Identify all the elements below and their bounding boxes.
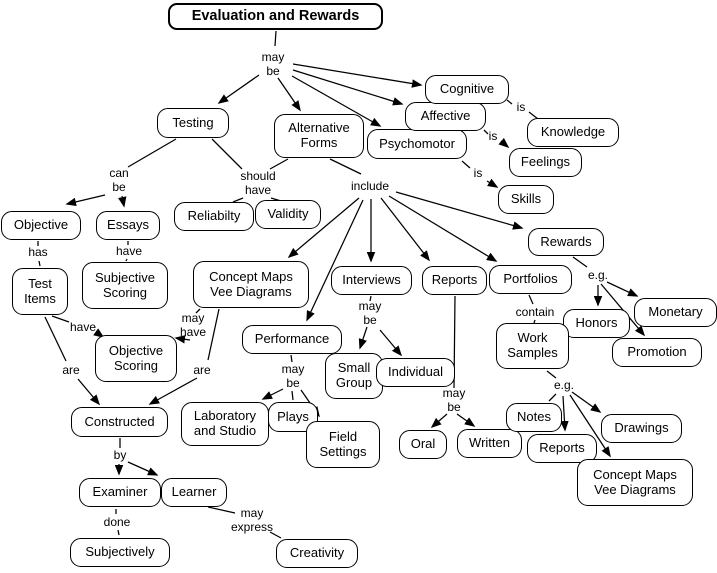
node-cognitive[interactable]: Cognitive	[425, 75, 509, 104]
node-testing[interactable]: Testing	[157, 108, 229, 138]
node-subjective-scoring[interactable]: Subjective Scoring	[82, 262, 168, 309]
edge-label-may-be-2[interactable]: may be	[358, 299, 382, 327]
edge-label-by[interactable]: by	[113, 448, 127, 463]
edge-label-done[interactable]: done	[103, 515, 131, 530]
node-knowledge[interactable]: Knowledge	[527, 118, 619, 147]
node-laboratory-and-studio[interactable]: Laboratory and Studio	[181, 402, 269, 446]
node-learner[interactable]: Learner	[161, 478, 227, 507]
edge-label-include[interactable]: include	[350, 179, 390, 194]
node-psychomotor[interactable]: Psychomotor	[367, 129, 467, 159]
node-test-items[interactable]: Test Items	[12, 268, 68, 315]
node-portfolios[interactable]: Portfolios	[489, 265, 572, 294]
node-creativity[interactable]: Creativity	[276, 539, 358, 568]
edge-label-is-2[interactable]: is	[488, 129, 498, 144]
edge-label-may-have[interactable]: may have	[179, 311, 207, 339]
node-promotion[interactable]: Promotion	[612, 338, 702, 367]
edge-label-contain[interactable]: contain	[515, 305, 555, 320]
edge-label-are-2[interactable]: are	[193, 363, 211, 378]
node-performance[interactable]: Performance	[242, 325, 342, 354]
node-notes[interactable]: Notes	[506, 403, 562, 432]
edge-label-have-2[interactable]: have	[69, 320, 97, 335]
node-concept-maps-vee-diagrams-1[interactable]: Concept Maps Vee Diagrams	[193, 261, 309, 308]
edge-label-may-be-1[interactable]: may be	[261, 50, 285, 78]
edge-label-is-1[interactable]: is	[516, 100, 526, 115]
node-drawings[interactable]: Drawings	[601, 414, 682, 443]
node-reliabilty[interactable]: Reliabilty	[174, 202, 254, 231]
node-rewards[interactable]: Rewards	[528, 228, 604, 256]
node-subjectively[interactable]: Subjectively	[70, 538, 170, 567]
node-evaluation-and-rewards[interactable]: Evaluation and Rewards	[168, 3, 383, 30]
node-honors[interactable]: Honors	[563, 309, 630, 338]
edge-label-eg-2[interactable]: e.g.	[553, 378, 575, 393]
edge-label-are-1[interactable]: are	[62, 363, 80, 378]
edge-label-has[interactable]: has	[28, 245, 48, 260]
node-feelings[interactable]: Feelings	[509, 148, 582, 177]
node-objective[interactable]: Objective	[1, 211, 81, 240]
node-individual[interactable]: Individual	[376, 358, 455, 387]
node-alternative-forms[interactable]: Alternative Forms	[274, 114, 364, 158]
node-reports-2[interactable]: Reports	[527, 434, 597, 463]
node-constructed[interactable]: Constructed	[71, 407, 168, 437]
node-concept-maps-vee-diagrams-2[interactable]: Concept Maps Vee Diagrams	[577, 459, 693, 506]
edge-label-may-be-3[interactable]: may be	[281, 362, 305, 390]
node-skills[interactable]: Skills	[498, 185, 554, 214]
node-field-settings[interactable]: Field Settings	[306, 421, 380, 468]
node-examiner[interactable]: Examiner	[79, 478, 161, 507]
node-objective-scoring[interactable]: Objective Scoring	[95, 335, 177, 382]
edge-label-is-3[interactable]: is	[473, 166, 483, 181]
edge-label-have-1[interactable]: have	[115, 244, 143, 259]
node-small-group[interactable]: Small Group	[325, 353, 383, 399]
node-validity[interactable]: Validity	[255, 200, 321, 229]
node-affective[interactable]: Affective	[405, 102, 486, 131]
node-interviews[interactable]: Interviews	[331, 266, 412, 295]
node-essays[interactable]: Essays	[96, 211, 160, 240]
edge-label-may-express[interactable]: may express	[230, 506, 274, 534]
node-oral[interactable]: Oral	[399, 430, 447, 459]
node-work-samples[interactable]: Work Samples	[496, 323, 569, 369]
edge-label-eg-1[interactable]: e.g.	[587, 268, 609, 283]
edge-label-should-have[interactable]: should have	[240, 169, 276, 197]
edge-label-may-be-4[interactable]: may be	[442, 386, 466, 414]
node-reports-1[interactable]: Reports	[422, 266, 487, 295]
node-written[interactable]: Written	[457, 429, 522, 458]
edge-label-can-be[interactable]: can be	[109, 166, 129, 194]
node-monetary[interactable]: Monetary	[634, 298, 717, 327]
